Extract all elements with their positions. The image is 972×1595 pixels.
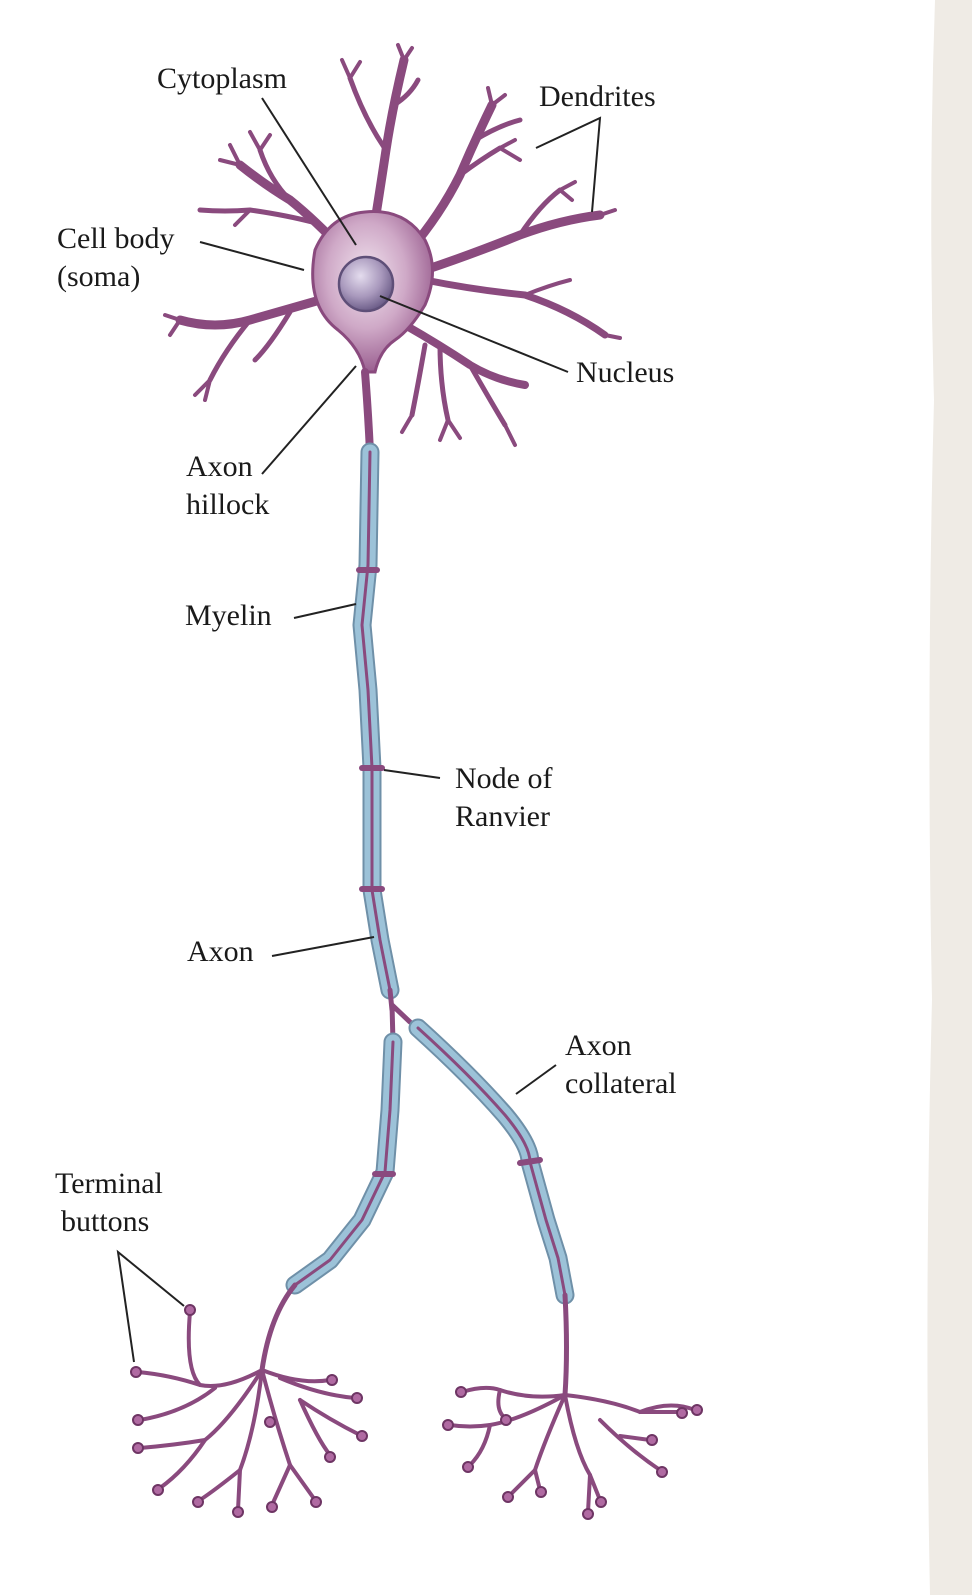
leader-collateral xyxy=(515,1064,557,1095)
leader-myelin xyxy=(293,603,357,619)
label-axon-hillock-line2: hillock xyxy=(186,488,270,521)
terminal-button xyxy=(646,1434,658,1446)
terminal-button xyxy=(132,1414,144,1426)
label-axon-collateral: Axon collateral xyxy=(565,1027,677,1103)
label-nucleus: Nucleus xyxy=(576,356,675,389)
terminal-button xyxy=(356,1430,368,1442)
label-cell-body-line1: Cell body xyxy=(57,222,175,255)
terminal-button xyxy=(502,1491,514,1503)
terminal-button xyxy=(264,1416,276,1428)
terminal-button xyxy=(326,1374,338,1386)
terminal-button xyxy=(676,1407,688,1419)
axon-hillock xyxy=(361,368,374,456)
label-terminal-buttons: Terminal buttons xyxy=(55,1165,163,1241)
label-node-of-ranvier: Node of Ranvier xyxy=(455,760,552,836)
leader-nucleus xyxy=(379,295,569,373)
label-dendrites: Dendrites xyxy=(539,80,656,113)
terminal-button xyxy=(266,1501,278,1513)
label-axon-hillock: Axon hillock xyxy=(186,448,269,524)
label-node-line1: Node of xyxy=(455,762,553,795)
terminal-button xyxy=(691,1404,703,1416)
terminal-button xyxy=(500,1414,512,1426)
label-axon-hillock-line1: Axon xyxy=(186,450,253,483)
nucleus xyxy=(337,255,395,313)
paper-edge xyxy=(927,0,972,1595)
label-cell-body: Cell body (soma) xyxy=(57,220,175,296)
terminal-button xyxy=(582,1508,594,1520)
terminal-button xyxy=(351,1392,363,1404)
nodes-of-ranvier xyxy=(356,567,385,892)
terminal-arbor-left xyxy=(136,1282,362,1512)
leader-cytoplasm xyxy=(261,97,357,246)
terminal-buttons-left xyxy=(130,1304,368,1518)
label-collateral-line2: collateral xyxy=(565,1067,677,1100)
terminal-button xyxy=(232,1506,244,1518)
terminal-buttons-right xyxy=(442,1386,703,1520)
terminal-button xyxy=(132,1442,144,1454)
leader-axon xyxy=(271,936,375,957)
main-axon xyxy=(352,442,400,1000)
leader-node xyxy=(383,769,441,779)
label-collateral-line1: Axon xyxy=(565,1029,632,1062)
terminal-button xyxy=(130,1366,142,1378)
label-axon: Axon xyxy=(187,935,254,968)
leader-dendrites xyxy=(535,116,602,213)
label-terminal-line1: Terminal xyxy=(55,1167,163,1200)
label-node-line2: Ranvier xyxy=(455,800,550,833)
label-cytoplasm: Cytoplasm xyxy=(157,62,288,95)
terminal-button xyxy=(455,1386,467,1398)
axon-collateral xyxy=(408,1018,575,1305)
leader-lines xyxy=(116,97,602,1363)
terminal-button xyxy=(595,1496,607,1508)
terminal-button xyxy=(310,1496,322,1508)
terminal-button xyxy=(192,1496,204,1508)
leader-terminal-buttons xyxy=(116,1249,185,1363)
axon-left-branch xyxy=(285,1032,403,1295)
label-cell-body-line2: (soma) xyxy=(57,260,141,293)
terminal-button xyxy=(462,1461,474,1473)
terminal-button xyxy=(184,1304,196,1316)
terminal-button xyxy=(442,1419,454,1431)
label-terminal-line2: buttons xyxy=(61,1205,150,1238)
terminal-button xyxy=(152,1484,164,1496)
label-myelin: Myelin xyxy=(185,599,272,632)
terminal-button xyxy=(535,1486,547,1498)
terminal-arbor-right xyxy=(448,1292,697,1514)
leader-cell-body xyxy=(199,241,305,271)
terminal-button xyxy=(324,1451,336,1463)
terminal-button xyxy=(656,1466,668,1478)
leader-axon-hillock xyxy=(261,365,357,475)
dendrites xyxy=(163,43,622,447)
